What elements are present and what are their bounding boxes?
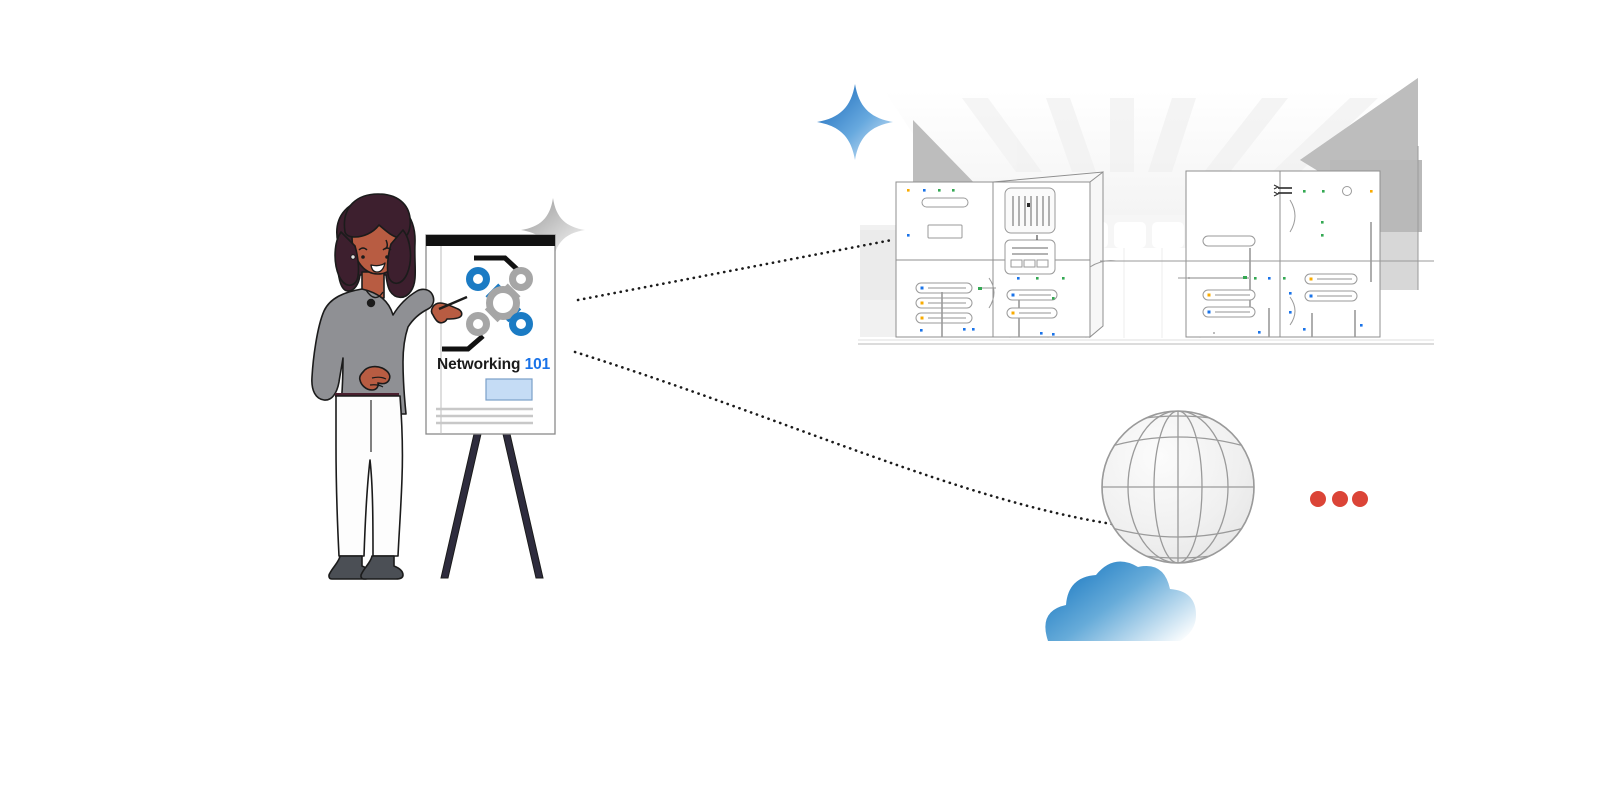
rack-leds-right-top: [1303, 186, 1373, 237]
presenter: [311, 193, 468, 580]
rack-control-panel: [1004, 239, 1056, 275]
flipchart-header-bar: [426, 235, 555, 246]
server-rack-right: [1089, 170, 1434, 338]
presenter-shoe-right: [360, 555, 404, 580]
cloud: [1045, 561, 1196, 641]
rack-vent-panel: [1004, 187, 1056, 234]
network-hub-icon: [466, 267, 533, 336]
rack-modules-left-mid: [1006, 235, 1065, 336]
presenter-pointer-stick: [438, 295, 468, 311]
ceiling-lights: [962, 98, 1378, 172]
flipchart-title-accent: 101: [524, 356, 551, 373]
flipchart-easel: [425, 234, 556, 579]
flipchart-text-lines: [436, 407, 533, 425]
flipchart-title: Networking 101: [437, 356, 550, 374]
presenter-resting-hand: [358, 365, 391, 391]
server-rack-left: [895, 170, 1104, 339]
rack-modules-right: [1178, 273, 1363, 337]
globe: [1101, 410, 1255, 564]
rack-modules-left: [915, 277, 1020, 337]
connection-to-datacenter: [576, 238, 894, 302]
easel-legs: [440, 433, 544, 579]
gray-sparkle: [521, 198, 585, 262]
flipchart-annotations: [442, 255, 522, 352]
connection-to-globe: [573, 350, 1114, 526]
rack-leds-left-top: [907, 189, 955, 237]
rack-connector-glyph: [1273, 184, 1296, 233]
presenter-face-features: [358, 239, 392, 251]
datacenter-room: [858, 78, 1434, 345]
flipchart-paper: [425, 234, 556, 435]
blue-sparkle: [817, 84, 893, 160]
flipchart-title-primary: Networking: [437, 356, 521, 373]
flipchart-highlight-box: [485, 378, 533, 401]
presenter-mic: [366, 298, 376, 308]
presenter-pants: [335, 395, 404, 557]
connection-lines: [573, 238, 1114, 526]
presenter-sweater: [311, 288, 435, 415]
red-status-dots: [1310, 491, 1368, 507]
